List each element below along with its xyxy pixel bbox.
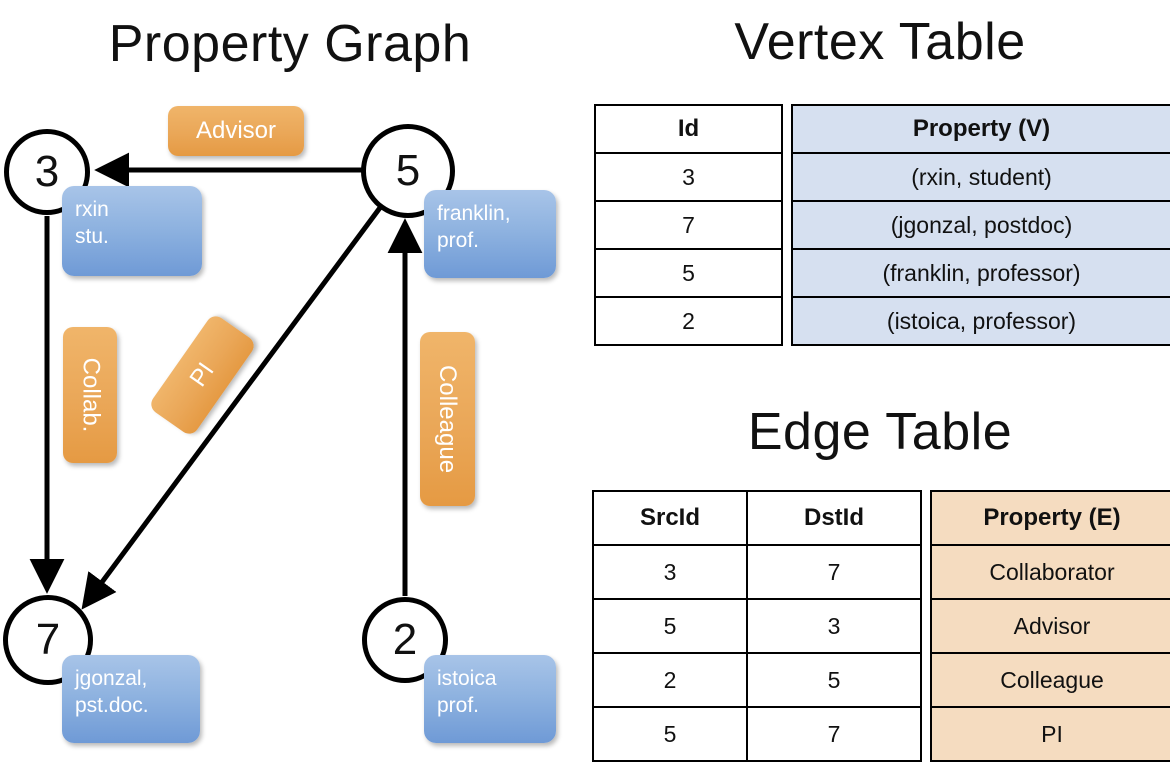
edge-cell-property: Advisor xyxy=(930,598,1170,654)
column-gap xyxy=(921,653,931,707)
vertex-cell-property: (jgonzal, postdoc) xyxy=(791,200,1170,250)
column-gap xyxy=(782,297,792,345)
column-gap xyxy=(782,249,792,297)
edge-cell-property: Colleague xyxy=(930,652,1170,708)
column-gap xyxy=(921,599,931,653)
table-row[interactable]: 2 5 Colleague xyxy=(592,652,1170,708)
graph-node-5-label: 5 xyxy=(395,146,421,195)
graph-node-2-label: 2 xyxy=(392,615,418,664)
column-gap xyxy=(921,545,931,599)
node-property-box-jgonzal: jgonzal, pst.doc. xyxy=(62,655,200,743)
edge-cell-dstid: 3 xyxy=(746,598,922,654)
edge-cell-srcid: 5 xyxy=(592,598,748,654)
vertex-cell-property: (franklin, professor) xyxy=(791,248,1170,298)
vertex-cell-id: 3 xyxy=(594,152,783,202)
edge-5-to-7 xyxy=(81,203,385,610)
vertex-cell-property: (istoica, professor) xyxy=(791,296,1170,346)
edge-table-header-property: Property (E) xyxy=(930,490,1170,546)
page-title-vertex-table: Vertex Table xyxy=(734,13,1026,71)
column-gap xyxy=(782,105,792,153)
edge-label-colleague: Colleague xyxy=(420,332,475,506)
node-property-line-2: stu. xyxy=(75,225,109,248)
node-property-line-2: prof. xyxy=(437,229,480,252)
graph-node-3-label: 3 xyxy=(34,147,60,196)
edge-table-header-dstid: DstId xyxy=(746,490,922,546)
edge-label-pi-text: PI xyxy=(184,357,220,392)
edge-cell-srcid: 5 xyxy=(592,706,748,762)
page-title-edge-table: Edge Table xyxy=(747,403,1013,461)
edge-table: SrcId DstId Property (E) 3 7 Collaborato… xyxy=(592,490,1170,762)
node-property-box-franklin: franklin, prof. xyxy=(424,190,556,278)
vertex-cell-id: 5 xyxy=(594,248,783,298)
column-gap xyxy=(782,201,792,249)
node-property-line-2: pst.doc. xyxy=(75,694,149,717)
table-row[interactable]: 5 (franklin, professor) xyxy=(594,248,1170,298)
edge-cell-dstid: 5 xyxy=(746,652,922,708)
column-gap xyxy=(921,491,931,545)
table-row[interactable]: 3 7 Collaborator xyxy=(592,544,1170,600)
edge-table-header-row: SrcId DstId Property (E) xyxy=(592,490,1170,546)
vertex-table: Id Property (V) 3 (rxin, student) 7 (jgo… xyxy=(594,104,1170,346)
vertex-table-header-id: Id xyxy=(594,104,783,154)
vertex-cell-property: (rxin, student) xyxy=(791,152,1170,202)
node-property-line-2: prof. xyxy=(437,694,480,717)
vertex-cell-id: 2 xyxy=(594,296,783,346)
edge-label-advisor: Advisor xyxy=(168,106,304,156)
vertex-cell-id: 7 xyxy=(594,200,783,250)
table-row[interactable]: 5 7 PI xyxy=(592,706,1170,762)
edge-table-header-srcid: SrcId xyxy=(592,490,748,546)
graph-node-5[interactable]: 5 xyxy=(361,124,455,218)
edge-cell-dstid: 7 xyxy=(746,706,922,762)
graph-edges-svg xyxy=(29,152,423,610)
node-property-box-rxin: rxin stu. xyxy=(62,186,202,276)
edge-cell-property: Collaborator xyxy=(930,544,1170,600)
vertex-table-header-property: Property (V) xyxy=(791,104,1170,154)
edge-label-advisor-text: Advisor xyxy=(195,117,277,144)
table-row[interactable]: 5 3 Advisor xyxy=(592,598,1170,654)
edge-cell-property: PI xyxy=(930,706,1170,762)
node-property-box-istoica: istoica prof. xyxy=(424,655,556,743)
node-property-line-1: istoica xyxy=(437,667,497,690)
edge-cell-srcid: 2 xyxy=(592,652,748,708)
graph-node-7-label: 7 xyxy=(35,615,61,664)
edge-cell-dstid: 7 xyxy=(746,544,922,600)
edge-label-collab: Collab. xyxy=(63,327,117,463)
column-gap xyxy=(921,707,931,761)
edge-label-colleague-text: Colleague xyxy=(434,364,462,474)
page-title-property-graph: Property Graph xyxy=(108,15,472,73)
table-row[interactable]: 2 (istoica, professor) xyxy=(594,296,1170,346)
property-graph-diagram: 3 5 7 2 rxin stu. franklin, prof. jgonza… xyxy=(0,0,580,760)
table-row[interactable]: 7 (jgonzal, postdoc) xyxy=(594,200,1170,250)
vertex-table-header-row: Id Property (V) xyxy=(594,104,1170,154)
node-property-line-1: rxin xyxy=(75,198,109,221)
edge-label-collab-text: Collab. xyxy=(77,357,104,433)
node-property-line-1: franklin, xyxy=(437,202,511,225)
table-row[interactable]: 3 (rxin, student) xyxy=(594,152,1170,202)
graph-node-2[interactable]: 2 xyxy=(362,597,448,683)
column-gap xyxy=(782,153,792,201)
edge-cell-srcid: 3 xyxy=(592,544,748,600)
node-property-line-1: jgonzal, xyxy=(75,667,148,690)
